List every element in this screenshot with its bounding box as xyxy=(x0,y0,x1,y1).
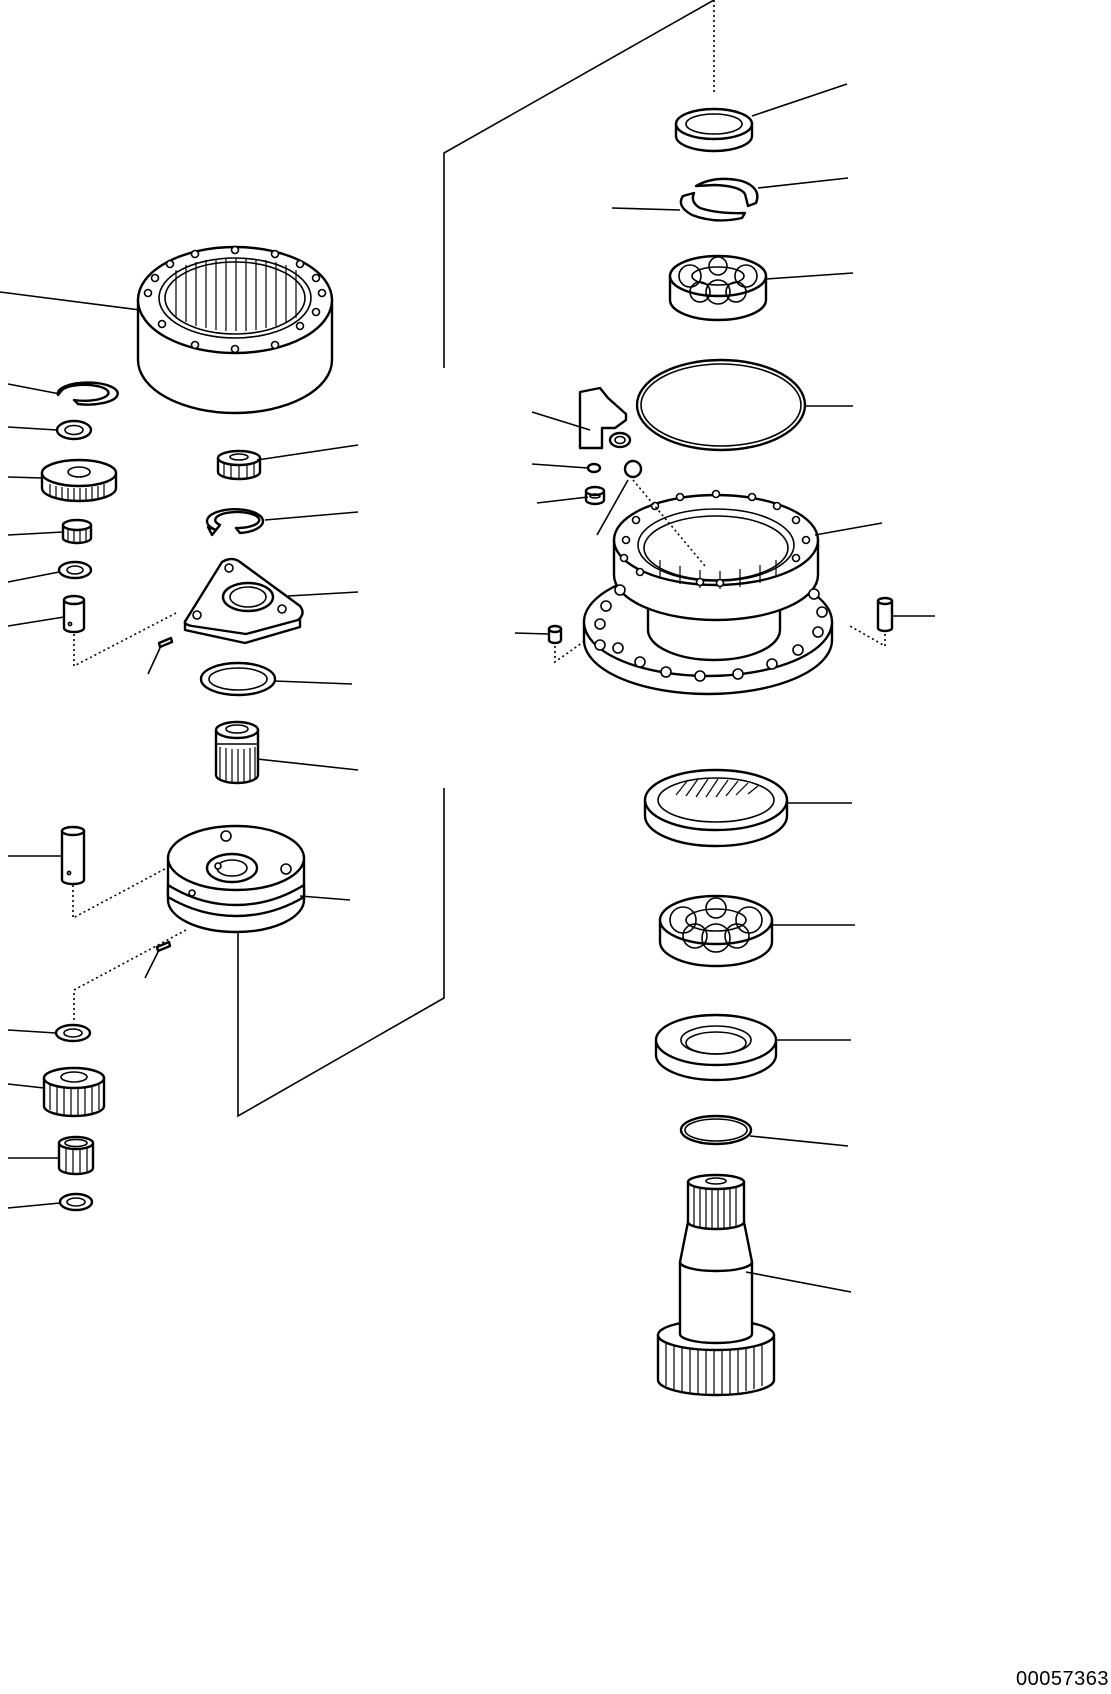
planet-carrier-plate xyxy=(185,559,303,643)
assembly-guide-lines xyxy=(74,930,186,1020)
leader-line xyxy=(257,445,358,460)
leader-line xyxy=(746,1272,851,1292)
spring-pin xyxy=(157,942,170,951)
planet-gear xyxy=(44,1068,104,1116)
leader-line xyxy=(532,412,590,430)
leader-line xyxy=(8,384,60,394)
leader-line xyxy=(612,208,680,210)
leader-line xyxy=(537,497,588,503)
ball-bearing xyxy=(670,256,766,320)
dowel-pin xyxy=(878,598,892,631)
leader-line xyxy=(8,1030,56,1033)
drawing-number: 00057363 xyxy=(1016,1668,1109,1690)
leader-line xyxy=(148,648,160,674)
needle-bearing xyxy=(59,1137,93,1174)
seal-ring xyxy=(676,109,752,151)
leader-line xyxy=(0,292,140,310)
planet-carrier xyxy=(168,826,304,932)
leader-line xyxy=(515,633,549,634)
split-collar xyxy=(681,179,758,221)
thrust-washer xyxy=(56,1025,90,1041)
leader-line xyxy=(274,681,352,684)
thrust-plate xyxy=(201,663,275,695)
leader-line xyxy=(597,480,628,535)
leader-line xyxy=(257,759,358,770)
leader-line xyxy=(8,1084,44,1088)
leader-line xyxy=(288,592,358,596)
snap-ring xyxy=(207,509,263,535)
leader-line xyxy=(145,952,158,978)
pinion-shaft xyxy=(658,1175,774,1395)
o-ring xyxy=(681,1116,751,1144)
plug xyxy=(586,487,604,504)
planet-gear xyxy=(42,460,116,501)
thrust-washer xyxy=(60,1194,92,1210)
leader-line xyxy=(300,896,350,900)
leader-line xyxy=(532,464,588,468)
leader-line xyxy=(750,1136,848,1146)
small-o-ring xyxy=(588,464,600,472)
elbow-fitting xyxy=(580,388,630,448)
leader-line xyxy=(8,532,63,535)
oil-seal xyxy=(645,770,787,846)
planet-shaft xyxy=(62,827,84,884)
leader-line xyxy=(265,512,358,520)
plug-bolt xyxy=(549,626,561,643)
leader-line xyxy=(766,273,853,279)
spring-pin xyxy=(159,638,172,647)
assembly-guide-lines xyxy=(74,612,178,666)
leader-line xyxy=(8,572,59,582)
housing xyxy=(584,491,832,695)
ring-gear xyxy=(138,247,332,414)
bearing-race xyxy=(656,1015,776,1080)
assembly-guide-lines xyxy=(238,0,714,1116)
o-ring xyxy=(637,360,805,450)
roller-bearing xyxy=(218,451,260,479)
assembly-guide-lines xyxy=(73,848,204,918)
leader-line xyxy=(8,477,43,478)
assembly-guide-lines xyxy=(633,480,705,566)
needle-bearing xyxy=(63,520,91,543)
thrust-washer xyxy=(59,562,91,578)
ball-bearing xyxy=(660,896,772,966)
thrust-washer xyxy=(57,421,91,439)
sun-gear xyxy=(216,722,258,783)
assembly-guide-lines xyxy=(555,640,586,662)
snap-ring xyxy=(58,383,118,405)
assembly-guide-lines xyxy=(850,626,885,646)
plug-ball xyxy=(625,461,641,477)
leader-line xyxy=(815,523,882,535)
planet-shaft xyxy=(64,596,84,632)
leader-line xyxy=(8,1203,60,1208)
leader-line xyxy=(758,178,848,188)
leader-line xyxy=(752,84,847,116)
leader-line xyxy=(8,617,64,626)
leader-line xyxy=(8,427,57,430)
